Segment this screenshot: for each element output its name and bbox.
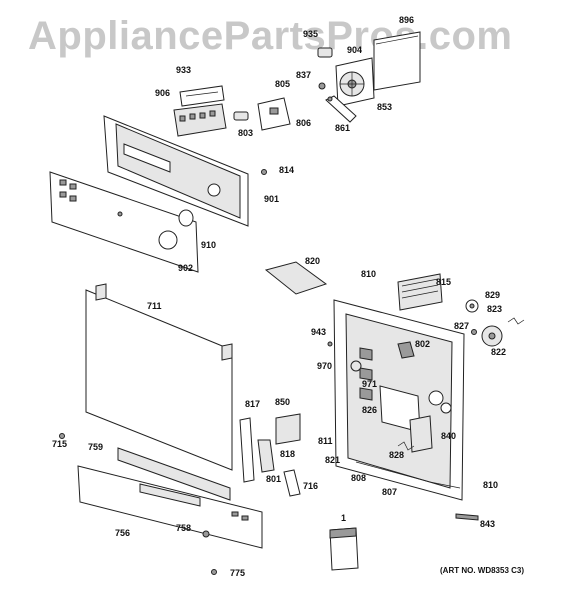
callout-826: 826 [362,405,378,415]
part-715-screw[interactable] [59,433,65,439]
callout-711: 711 [147,301,162,311]
callout-822: 822 [491,347,507,357]
part-840-dispenser[interactable] [409,415,433,453]
callout-935: 935 [303,29,319,39]
callout-970: 970 [317,361,333,371]
part-805-switch[interactable] [257,97,291,131]
callout-820: 820 [305,256,321,266]
callout-933: 933 [176,65,192,75]
callout-802: 802 [415,339,431,349]
part-820-bracket[interactable] [264,261,328,295]
callout-896: 896 [399,15,415,25]
callout-716: 716 [303,481,319,491]
callout-805: 805 [275,79,291,89]
part-896-plate[interactable] [373,31,421,91]
callout-901: 901 [264,194,280,204]
callout-906: 906 [155,88,171,98]
part-1-literature[interactable] [329,527,359,571]
part-818-spring[interactable] [257,439,275,473]
art-number-caption: (ART NO. WD8353 C3) [440,566,525,575]
callout-810-bottom: 810 [483,480,499,490]
part-943-screw[interactable] [327,341,333,347]
part-829-cap[interactable] [465,299,479,313]
callout-853: 853 [377,102,393,112]
part-828-spring[interactable] [397,441,415,451]
callout-902: 902 [178,263,194,273]
part-758-screw[interactable] [202,530,210,538]
part-827-screw[interactable] [471,329,477,335]
callout-828: 828 [389,450,405,460]
callout-850: 850 [275,397,291,407]
callout-759: 759 [88,442,104,452]
part-861-vent-link[interactable] [325,95,357,123]
callout-904: 904 [347,45,363,55]
part-935[interactable] [317,47,333,58]
callout-801: 801 [266,474,282,484]
callout-811: 811 [318,436,333,446]
callout-823: 823 [487,304,503,314]
callout-817: 817 [245,399,261,409]
part-837-screw[interactable] [318,82,326,90]
part-802-latch[interactable] [397,341,415,359]
callout-821: 821 [325,455,341,465]
callout-840: 840 [441,431,457,441]
callout-803: 803 [238,128,254,138]
callout-810-top: 810 [361,269,377,279]
part-933-circuit-board[interactable] [179,85,225,107]
part-850-plate[interactable] [275,413,301,445]
part-756-toe-panel[interactable] [77,465,263,549]
part-822-gear[interactable] [481,325,503,347]
callout-758: 758 [176,523,192,533]
callout-843: 843 [480,519,496,529]
part-970-button[interactable] [350,360,362,372]
part-711-outer-door-panel[interactable] [85,283,233,471]
callout-827: 827 [454,321,470,331]
part-807-door-seal[interactable] [355,461,461,489]
callout-971: 971 [362,379,378,389]
part-817-hinge-arm[interactable] [239,417,255,483]
callout-775: 775 [230,568,246,578]
watermark-logo: AppliancePartsPros.com [28,14,513,58]
callout-814: 814 [279,165,295,175]
callout-756: 756 [115,528,131,538]
callout-837: 837 [296,70,312,80]
callout-807: 807 [382,487,398,497]
part-815-vent-grille[interactable] [397,273,443,311]
part-716-link[interactable] [283,469,301,497]
part-803-button[interactable] [233,111,249,121]
part-901-control-panel[interactable] [103,115,249,227]
callout-829: 829 [485,290,501,300]
callout-861: 861 [335,123,351,133]
callout-910: 910 [201,240,217,250]
part-910-knob[interactable] [178,209,194,227]
part-759-bracket[interactable] [117,447,231,501]
part-904-fan-housing[interactable] [335,57,375,107]
part-inner-door[interactable] [333,299,465,501]
part-823-spring[interactable] [507,317,525,325]
part-843-strip[interactable] [455,513,479,521]
callout-808: 808 [351,473,367,483]
callout-1: 1 [341,513,347,523]
part-902-console-panel[interactable] [49,171,199,273]
callout-715: 715 [52,439,68,449]
part-814-screw[interactable] [261,169,267,175]
callout-806: 806 [296,118,312,128]
callout-943: 943 [311,327,327,337]
callout-815: 815 [436,277,452,287]
callout-818: 818 [280,449,296,459]
part-906-electronic-control[interactable] [173,103,227,137]
part-775-screw[interactable] [211,569,217,575]
